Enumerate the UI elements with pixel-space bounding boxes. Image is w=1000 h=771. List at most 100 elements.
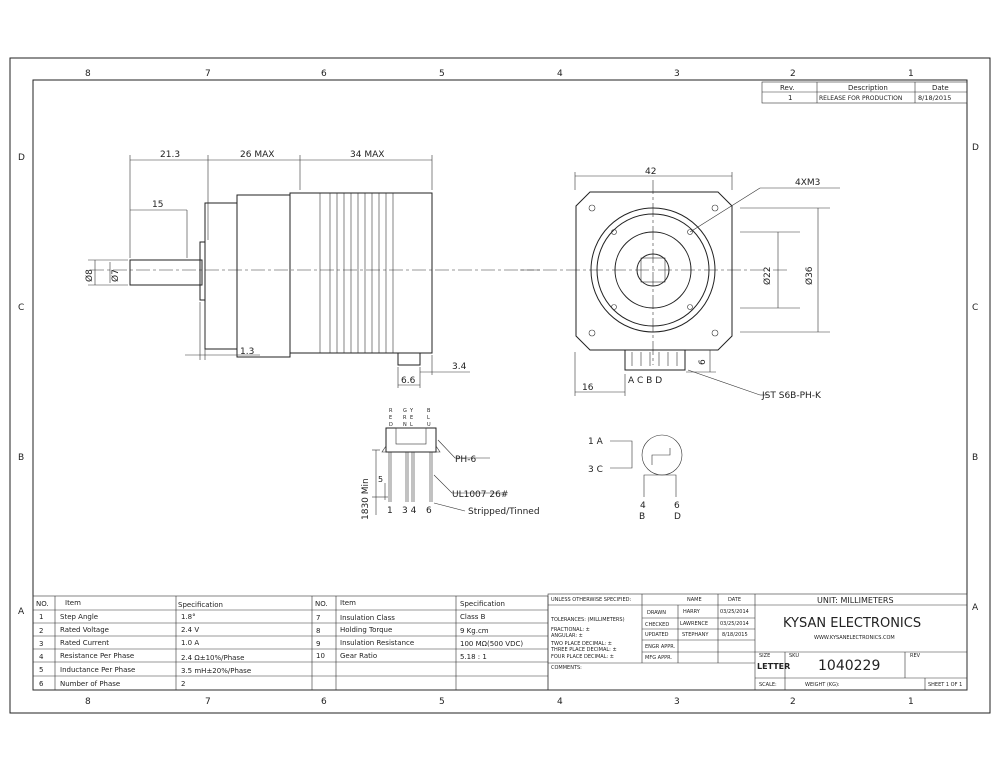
- label: 4XM3: [795, 178, 820, 188]
- label: 8/18/2015: [918, 94, 951, 102]
- col-label: 2: [790, 69, 796, 79]
- col-label: 1: [908, 697, 914, 707]
- label: C: [18, 303, 24, 313]
- col-label: 7: [205, 69, 211, 79]
- label: A C B D: [628, 376, 662, 386]
- label: Item: [340, 599, 356, 607]
- label: 3 C: [588, 465, 603, 475]
- label: KYSAN ELECTRONICS: [783, 616, 921, 631]
- label: Resistance Per Phase: [60, 652, 134, 660]
- label: B: [639, 512, 645, 522]
- label: SHEET 1 OF 1: [928, 682, 962, 688]
- label: 8: [316, 627, 320, 635]
- label: E: [410, 415, 413, 421]
- label: 1.3: [240, 347, 254, 357]
- label: CHECKED: [645, 622, 669, 628]
- label: Date: [932, 84, 949, 92]
- label: Insulation Class: [340, 614, 395, 622]
- label: Step Angle: [60, 613, 98, 621]
- label: 03/25/2014: [720, 609, 749, 615]
- col-label: 4: [557, 697, 563, 707]
- label: 6: [698, 359, 708, 365]
- label: E: [389, 415, 392, 421]
- label: Ø36: [804, 266, 815, 285]
- label: A: [972, 603, 979, 613]
- label: 7: [316, 614, 320, 622]
- label: HARRY: [683, 609, 701, 615]
- label: Stripped/Tinned: [468, 507, 540, 517]
- label: 1.0 A: [181, 639, 199, 647]
- label: 3.4: [452, 362, 467, 372]
- label: Rated Current: [60, 639, 109, 647]
- col-label: 5: [439, 697, 445, 707]
- col-label: 5: [439, 69, 445, 79]
- label: Ø7: [110, 269, 121, 282]
- label: LAWRENCE: [680, 621, 708, 627]
- label: FOUR PLACE DECIMAL: ±: [551, 654, 614, 660]
- connector: [624, 349, 686, 371]
- label: B: [972, 453, 978, 463]
- label: R: [403, 415, 407, 421]
- label: 1040229: [818, 658, 880, 674]
- label: LETTER: [757, 662, 790, 671]
- label: ANGULAR: ±: [551, 633, 583, 639]
- label: Specification: [178, 601, 223, 609]
- label: 6.6: [401, 376, 416, 386]
- label: Class B: [460, 613, 486, 621]
- label: Item: [65, 599, 81, 607]
- label: DATE: [728, 597, 741, 603]
- label: 5: [378, 475, 383, 484]
- label: UNIT: MILLIMETERS: [817, 596, 894, 605]
- label: Ø22: [762, 266, 773, 285]
- label: DRAWN: [647, 610, 666, 616]
- label: Gear Ratio: [340, 652, 377, 660]
- label: 6: [426, 506, 432, 516]
- col-label: 3: [674, 69, 680, 79]
- label: Description: [848, 84, 888, 92]
- label: 4: [640, 501, 646, 511]
- label: 26 MAX: [240, 150, 274, 160]
- col-label: 2: [790, 697, 796, 707]
- label: 10: [316, 652, 325, 660]
- label: SIZE: [759, 653, 770, 659]
- label: FRACTIONAL: ±: [551, 627, 590, 633]
- label: 1 A: [588, 437, 604, 447]
- label: 9: [316, 640, 320, 648]
- label: NAME: [687, 597, 702, 603]
- label: SCALE:: [759, 682, 777, 688]
- label: 6: [39, 680, 44, 688]
- label: 100 MΩ(500 VDC): [460, 640, 523, 648]
- label: 5.18 : 1: [460, 653, 487, 661]
- label: 3: [39, 640, 43, 648]
- label: 2.4 V: [181, 626, 199, 634]
- label: U: [427, 422, 431, 428]
- label: C: [972, 303, 978, 313]
- label: PH-6: [455, 455, 476, 465]
- label: 42: [645, 167, 656, 177]
- label: MFG APPR.: [645, 655, 672, 661]
- label: ENGR APPR.: [645, 644, 676, 650]
- label: 5: [39, 666, 43, 674]
- label: D: [389, 422, 393, 428]
- label: A: [18, 607, 25, 617]
- label: 16: [582, 383, 594, 393]
- label: UL1007 26#: [452, 490, 508, 500]
- label: THREE PLACE DECIMAL: ±: [550, 647, 617, 653]
- label: 2.4 Ω±10%/Phase: [181, 654, 244, 662]
- col-label: 6: [321, 697, 327, 707]
- label: 21.3: [160, 150, 180, 160]
- label: Rev.: [780, 84, 795, 92]
- label: REV: [910, 653, 921, 659]
- label: 8/18/2015: [722, 632, 748, 638]
- label: 34 MAX: [350, 150, 384, 160]
- label: NO.: [315, 600, 328, 608]
- label: TWO PLACE DECIMAL: ±: [550, 641, 612, 647]
